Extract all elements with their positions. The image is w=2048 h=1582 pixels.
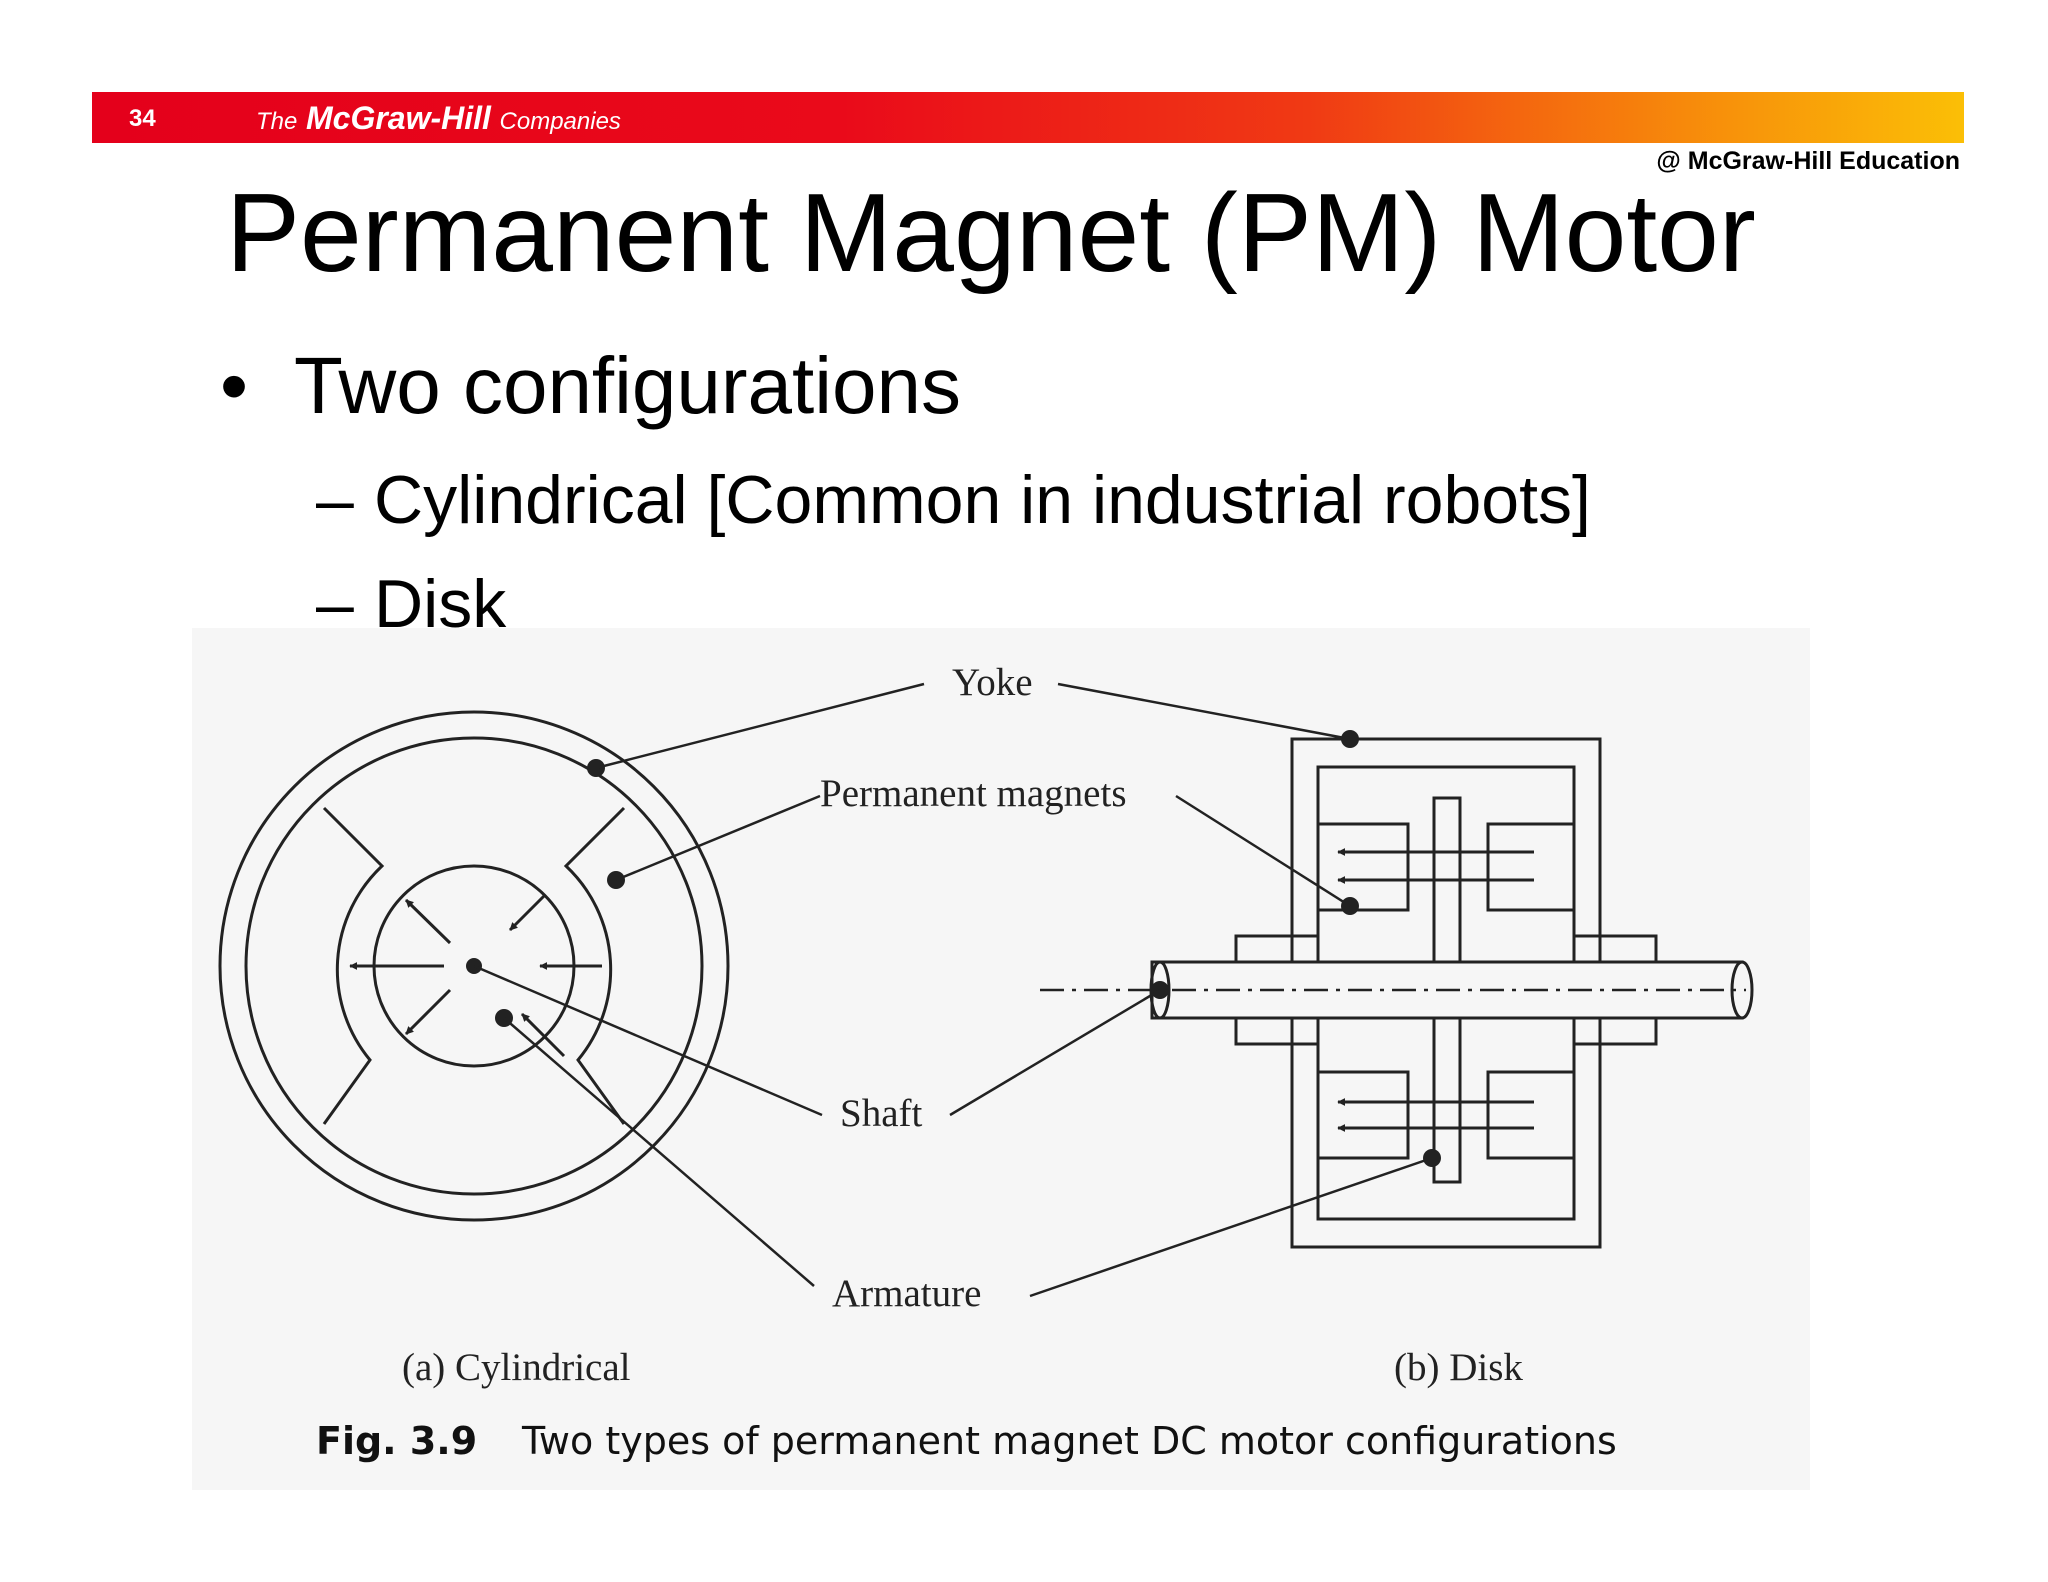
label-permanent-magnets: Permanent magnets (820, 772, 1127, 815)
yoke-outer-ring (218, 710, 730, 1222)
bullet-marker: • (220, 341, 249, 430)
leader-shaft-a (473, 964, 823, 1117)
magnet-left (322, 806, 385, 1125)
sub-marker: – (316, 566, 354, 642)
label-armature: Armature (832, 1272, 981, 1315)
flux-arrow (404, 988, 452, 1036)
magnet-right (563, 806, 626, 1125)
slide-title: Permanent Magnet (PM) Motor (226, 171, 1756, 295)
magnet-bottom-left (1316, 1070, 1410, 1160)
leader-shaft-b (949, 988, 1161, 1117)
leader-magnets-b (1175, 794, 1351, 908)
leader-lines (473, 682, 1433, 1298)
copyright-notice: @ McGraw-Hill Education (1656, 147, 1960, 175)
header-banner (92, 92, 1964, 143)
subcaption-cylindrical: (a) Cylindrical (402, 1346, 631, 1389)
company-logo-post: Companies (499, 108, 621, 135)
sub-item-text: Cylindrical [Common in industrial robots… (374, 462, 1591, 538)
magnet-top-left (1316, 822, 1410, 912)
figure-caption: Two types of permanent magnet DC motor c… (521, 1419, 1617, 1463)
flux-arrow (508, 894, 546, 932)
disk-motor-drawing (1040, 730, 1754, 1249)
page-number: 34 (129, 105, 156, 132)
sub-item-text: Disk (374, 566, 507, 642)
motor-figure: Yoke Permanent magnets Shaft Armature (a… (192, 628, 1810, 1490)
motor-diagram: Yoke Permanent magnets Shaft Armature (a… (218, 661, 1754, 1463)
yoke-inner-ring (244, 736, 704, 1196)
flux-arrow (404, 898, 452, 945)
leader-armature-b (1029, 1156, 1433, 1298)
magnet-top-right (1486, 822, 1576, 912)
flux-arrow (520, 1012, 566, 1058)
bullet-text: Two configurations (294, 341, 962, 430)
company-logo-pre: The (256, 108, 298, 135)
label-yoke: Yoke (952, 661, 1033, 704)
sub-marker: – (316, 462, 354, 538)
sub-item-cylindrical: –Cylindrical [Common in industrial robot… (316, 466, 1591, 534)
cylindrical-motor-drawing (218, 710, 730, 1222)
subcaption-disk: (b) Disk (1394, 1346, 1523, 1389)
label-shaft: Shaft (840, 1092, 922, 1135)
sub-item-disk: –Disk (316, 570, 506, 638)
leader-magnets-a (615, 794, 821, 882)
bullet-item: •Two configurations (220, 346, 961, 426)
leader-yoke-b (1057, 682, 1351, 741)
company-logo: The McGraw-Hill Companies (256, 100, 621, 137)
company-logo-name: McGraw-Hill (305, 100, 491, 136)
figure-number: Fig. 3.9 (316, 1419, 477, 1463)
leader-armature-a (503, 1017, 815, 1287)
leader-yoke-a (595, 682, 925, 770)
magnet-bottom-right (1486, 1070, 1576, 1160)
